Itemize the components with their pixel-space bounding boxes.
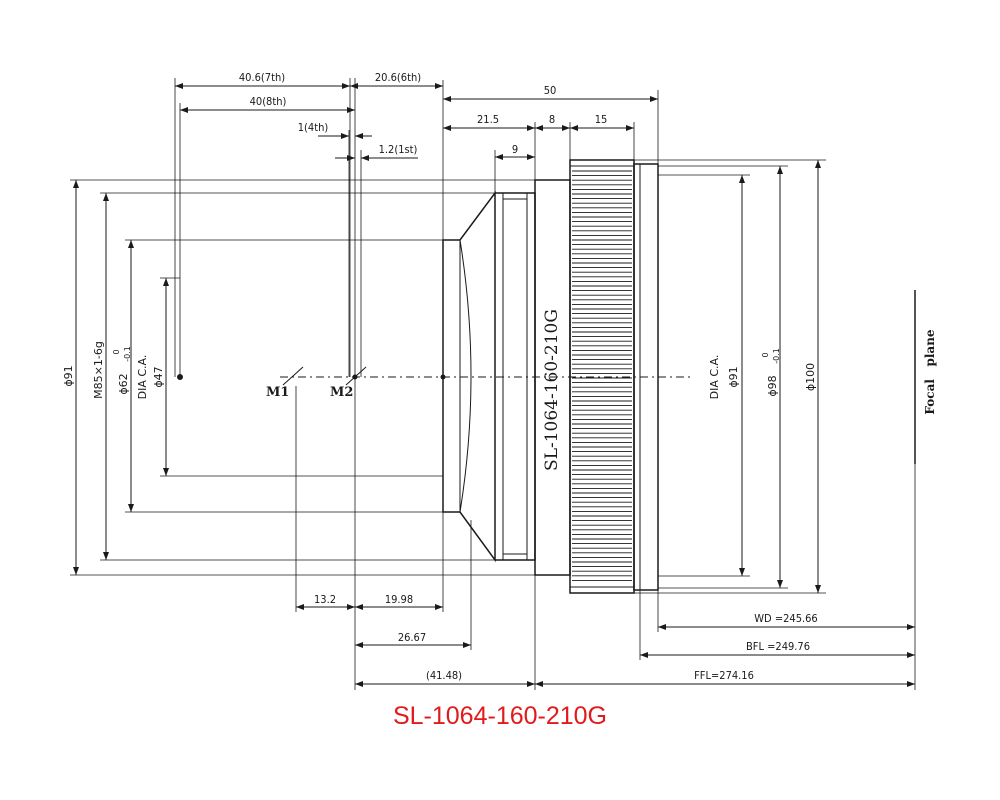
dia-ca-right-label: DIA C.A. bbox=[708, 355, 721, 400]
dim-15: 15 bbox=[595, 113, 608, 126]
dim-19-98: 19.98 bbox=[385, 593, 413, 606]
model-caption: SL-1064-160-210G bbox=[392, 702, 608, 730]
left-dimension-lines bbox=[70, 179, 535, 576]
phi91-right-label: ϕ91 bbox=[727, 366, 740, 387]
dim-9: 9 bbox=[512, 143, 518, 156]
dim-13-2: 13.2 bbox=[314, 593, 336, 606]
phi100-label: ϕ100 bbox=[804, 363, 817, 391]
phi98-tolerance-lower: -0.1 bbox=[772, 348, 781, 364]
phi62-label: ϕ62 bbox=[117, 373, 130, 394]
phi98-label: ϕ98 bbox=[766, 375, 779, 396]
phi47-label: ϕ47 bbox=[152, 366, 165, 387]
focal-plane-label: Focal plane bbox=[923, 329, 937, 414]
dim-wd: WD =245.66 bbox=[754, 612, 817, 625]
dim-8: 8 bbox=[549, 113, 555, 126]
dim-41-48: (41.48) bbox=[426, 669, 462, 682]
dim-1-2-1st: 1.2(1st) bbox=[379, 143, 418, 156]
top-dimension-lines bbox=[174, 78, 659, 690]
dim-50: 50 bbox=[544, 84, 557, 97]
dia-ca-left-label: DIA C.A. bbox=[136, 355, 149, 400]
phi62-tolerance-lower: -0.1 bbox=[123, 346, 132, 362]
mirror-markers bbox=[177, 366, 446, 386]
dim-40-8th: 40(8th) bbox=[250, 95, 287, 108]
knurl-pattern bbox=[572, 170, 632, 581]
lens-body bbox=[442, 159, 659, 594]
dim-1-4th: 1(4th) bbox=[298, 121, 329, 134]
body-label: SL-1064-160-210G bbox=[542, 309, 562, 471]
mirror-m2-label: M2 bbox=[330, 385, 353, 400]
dim-20-6-6th: 20.6(6th) bbox=[375, 71, 421, 84]
phi98-tolerance-upper: 0 bbox=[761, 352, 770, 357]
dim-ffl: FFL=274.16 bbox=[694, 669, 754, 682]
phi62-tolerance-upper: 0 bbox=[112, 349, 121, 354]
phi91-left-label: ϕ91 bbox=[62, 365, 75, 386]
bottom-dimension-lines bbox=[295, 386, 916, 690]
right-dimension-lines bbox=[634, 159, 826, 594]
mirror-m1-label: M1 bbox=[266, 385, 289, 400]
dim-bfl: BFL =249.76 bbox=[746, 640, 810, 653]
dim-40-6-7th: 40.6(7th) bbox=[239, 71, 285, 84]
dim-26-67: 26.67 bbox=[398, 631, 426, 644]
dim-21-5: 21.5 bbox=[477, 113, 499, 126]
m85-thread-label: M85×1-6g bbox=[92, 341, 105, 399]
